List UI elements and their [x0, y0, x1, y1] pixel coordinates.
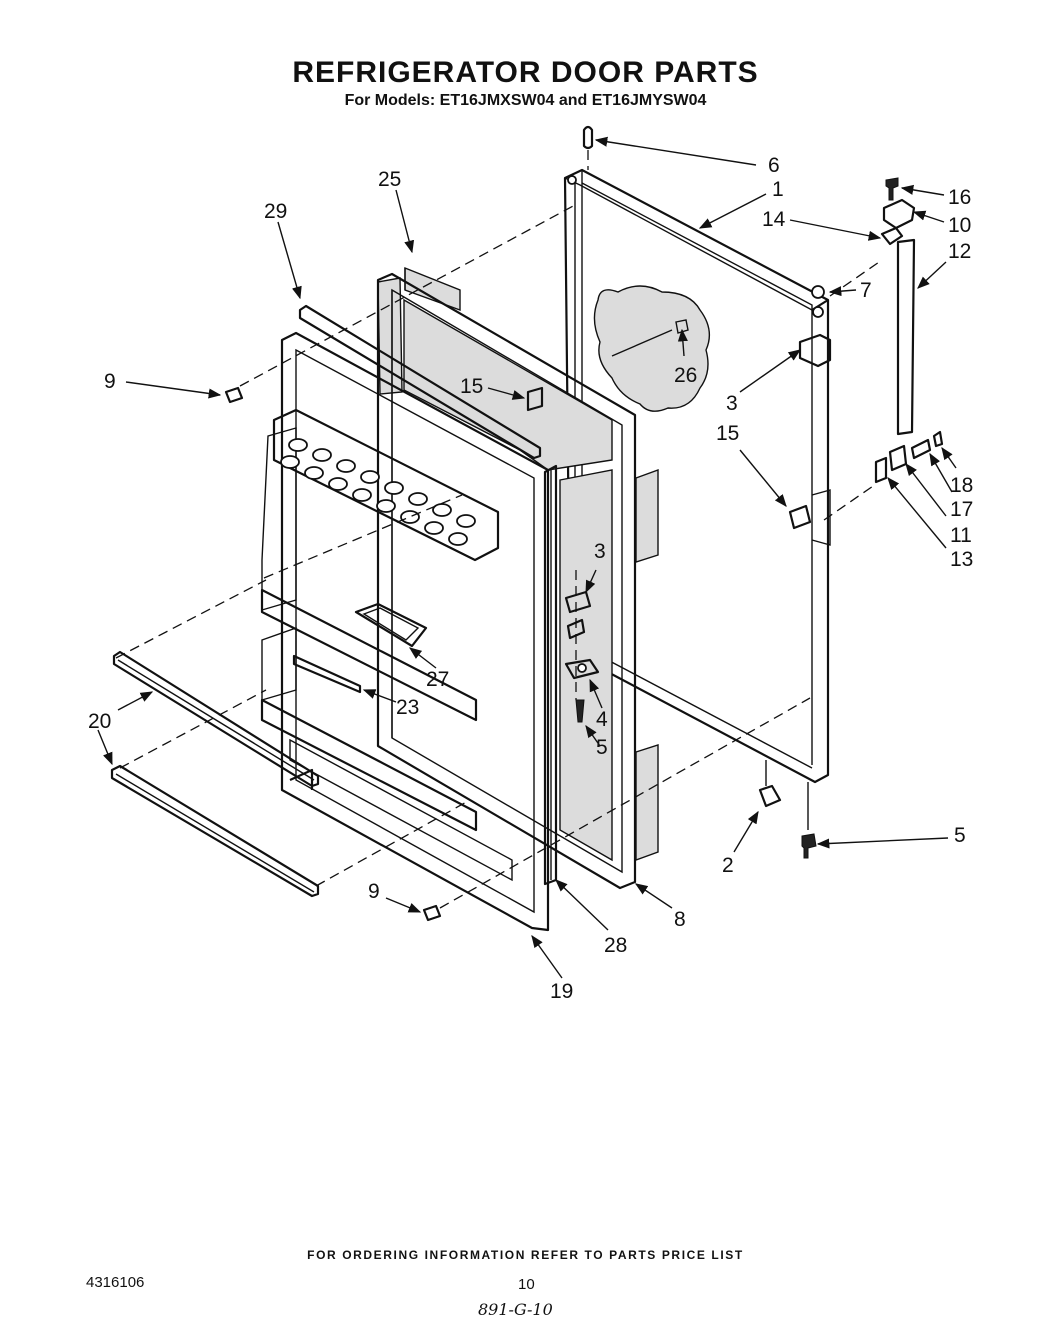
egg-holder-holes: [280, 438, 476, 546]
gasket-side-block-lower: [635, 744, 659, 861]
handwritten-note: 891-G-10: [478, 1300, 553, 1319]
callout-3-lower: 3: [594, 540, 606, 563]
door-shelf-bars: [110, 650, 320, 898]
callout-15-right: 15: [716, 422, 739, 445]
alignment-lines: [115, 150, 883, 909]
callout-9-lower: 9: [368, 880, 380, 903]
butter-compartment-door: [354, 602, 428, 648]
callout-10: 10: [948, 214, 971, 237]
callout-11: 11: [950, 524, 972, 547]
page-number: 10: [518, 1276, 535, 1293]
callout-26: 26: [674, 364, 697, 387]
top-bar-29: [298, 304, 542, 460]
door-gasket: [376, 272, 637, 890]
callout-25: 25: [378, 168, 401, 191]
document-number: 4316106: [86, 1274, 145, 1291]
panel-cutaway: [593, 285, 711, 412]
hinge-hardware: [788, 177, 944, 530]
dairy-compartment: [292, 654, 362, 694]
callout-7: 7: [860, 279, 872, 302]
callout-18: 18: [950, 474, 973, 497]
model-subtitle: For Models: ET16JMXSW04 and ET16JMYSW04: [344, 92, 707, 109]
callout-9-upper: 9: [104, 370, 116, 393]
inner-door-liner: [260, 331, 550, 932]
callout-12: 12: [948, 240, 971, 263]
callout-labels: 6 1 25 29 9 15 26 3 15 16 14 10 12 7 18 …: [88, 154, 973, 1003]
gasket-side-block-upper: [635, 469, 659, 563]
callout-13: 13: [950, 548, 973, 571]
callout-27: 27: [426, 668, 449, 691]
callout-5-mid: 5: [596, 736, 608, 759]
page-title: REFRIGERATOR DOOR PARTS: [292, 56, 759, 89]
callout-17: 17: [950, 498, 973, 521]
callout-15-left: 15: [460, 375, 483, 398]
fasteners: [224, 125, 817, 922]
callout-8: 8: [674, 908, 686, 931]
callout-1: 1: [772, 178, 784, 201]
callout-28: 28: [604, 934, 627, 957]
callout-16: 16: [948, 186, 971, 209]
callout-2: 2: [722, 854, 734, 877]
callout-29: 29: [264, 200, 287, 223]
callout-4: 4: [596, 708, 608, 731]
callout-23: 23: [396, 696, 419, 719]
callout-14: 14: [762, 208, 786, 231]
callout-6: 6: [768, 154, 780, 177]
leader-arrows: [97, 136, 957, 979]
callout-19: 19: [550, 980, 573, 1003]
ordering-note: FOR ORDERING INFORMATION REFER TO PARTS …: [307, 1248, 744, 1262]
callout-3-upper: 3: [726, 392, 738, 415]
callout-5-bottom: 5: [954, 824, 966, 847]
callout-20: 20: [88, 710, 111, 733]
